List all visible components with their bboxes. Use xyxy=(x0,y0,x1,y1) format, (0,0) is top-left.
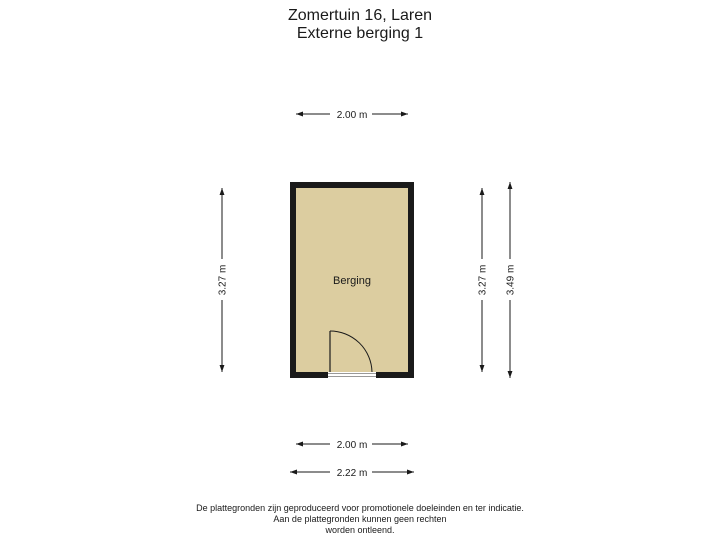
dimension-label: 3.27 m xyxy=(478,265,489,296)
room-label: Berging xyxy=(333,275,371,287)
disclaimer-line: worden ontleend. xyxy=(325,525,395,535)
dimension-label: 3.27 m xyxy=(218,265,229,296)
disclaimer: De plattegronden zijn geproduceerd voor … xyxy=(0,503,720,536)
disclaimer-line: De plattegronden zijn geproduceerd voor … xyxy=(196,503,524,513)
room-floor xyxy=(296,188,408,372)
dimension-right-outer-height: 3.49 m xyxy=(506,182,517,378)
door-swing-arc xyxy=(329,330,373,373)
room-berging: Berging xyxy=(290,182,414,378)
disclaimer-line: Aan de plattegronden kunnen geen rechten xyxy=(273,514,447,524)
dimension-label: 2.22 m xyxy=(337,468,368,479)
dimension-right-inner-height: 3.27 m xyxy=(478,188,489,372)
dimension-label: 2.00 m xyxy=(337,110,368,121)
dimension-label: 2.00 m xyxy=(337,440,368,451)
dimension-left-height: 3.27 m xyxy=(218,188,229,372)
plan-subtitle: Externe berging 1 xyxy=(296,25,424,42)
dimension-bottom-inner-width: 2.00 m xyxy=(296,440,408,451)
dimension-top-width: 2.00 m xyxy=(296,110,408,121)
door-opening xyxy=(327,372,377,378)
dimension-bottom-outer-width: 2.22 m xyxy=(290,468,414,479)
dimension-label: 3.49 m xyxy=(506,265,517,296)
plan-title: Zomertuin 16, Laren xyxy=(287,7,433,24)
